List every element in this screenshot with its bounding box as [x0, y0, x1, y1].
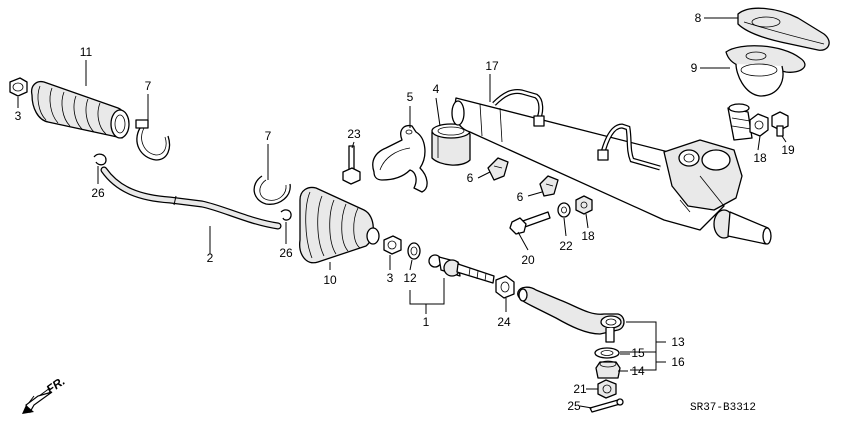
- part-25-cotter-pin: [589, 398, 624, 413]
- callout-6-lower: 6: [517, 190, 524, 204]
- part-23-bolt: [342, 145, 361, 185]
- part-2-hose: [100, 166, 282, 230]
- part-20-bolt: [509, 211, 551, 235]
- part-21-castle-nut: [597, 379, 617, 399]
- callout-24: 24: [497, 315, 511, 329]
- callout-2: 2: [207, 251, 214, 265]
- callout-21: 21: [573, 382, 587, 396]
- part-15-seal: [594, 347, 620, 359]
- part-24-lock-nut: [495, 275, 515, 299]
- part-6-damper-upper: [487, 157, 509, 181]
- callout-9: 9: [691, 61, 698, 75]
- callout-7-upper: 7: [145, 79, 152, 93]
- callout-17: 17: [485, 59, 499, 73]
- part-17-rack-housing: [451, 89, 772, 245]
- callout-16: 16: [671, 355, 685, 369]
- part-9-mount: [725, 45, 806, 97]
- part-7-clamp-upper: [135, 119, 171, 161]
- callout-14: 14: [631, 364, 645, 378]
- callout-3-left: 3: [15, 109, 22, 123]
- callout-25: 25: [567, 399, 581, 413]
- callout-4: 4: [433, 82, 440, 96]
- part-13-tie-rod-end: [517, 286, 625, 343]
- diagram-code: SR37-B3312: [690, 402, 756, 414]
- callout-7-lower: 7: [265, 129, 272, 143]
- callout-11: 11: [80, 45, 93, 59]
- part-26-clip-left: [93, 153, 107, 166]
- part-10-boot-right: [299, 186, 380, 264]
- callout-26-left: 26: [91, 186, 105, 200]
- part-11-boot-left: [30, 80, 130, 139]
- part-18-nut-right: [749, 113, 769, 137]
- callout-26-right: 26: [279, 246, 293, 260]
- part-26-clip-right: [280, 209, 292, 221]
- callout-15: 15: [631, 346, 645, 360]
- part-8-cover: [737, 7, 830, 51]
- callout-6-upper: 6: [467, 171, 474, 185]
- part-14-dust-boot: [595, 360, 621, 379]
- part-18-nut-middle: [575, 195, 593, 215]
- leader-lines: [17, 17, 787, 409]
- callout-18-right: 18: [753, 151, 767, 165]
- part-22-washer: [557, 202, 571, 218]
- callout-20: 20: [521, 253, 535, 267]
- callout-8: 8: [695, 11, 702, 25]
- part-6-damper-lower: [539, 175, 559, 197]
- callouts: 1 2 3 3 4 5 6 6 7 7 8 9 10 11 12 13 14 1…: [15, 11, 795, 413]
- part-5-bracket: [372, 124, 428, 193]
- part-7-clamp-lower: [253, 175, 291, 205]
- part-1-tie-rod: [428, 254, 495, 284]
- part-12-washer: [407, 242, 421, 260]
- callout-12: 12: [403, 271, 417, 285]
- callout-18-middle: 18: [581, 229, 595, 243]
- callout-22: 22: [559, 239, 573, 253]
- front-arrow-icon: [22, 387, 53, 414]
- part-3-nut-left: [9, 77, 28, 97]
- callout-23: 23: [347, 127, 361, 141]
- callout-19: 19: [781, 143, 795, 157]
- callout-10: 10: [323, 273, 337, 287]
- callout-1: 1: [423, 315, 430, 329]
- callout-5: 5: [407, 90, 414, 104]
- part-3-nut-middle: [383, 235, 402, 255]
- callout-13: 13: [671, 335, 685, 349]
- front-direction-indicator: FR.: [22, 374, 68, 414]
- callout-3-middle: 3: [387, 271, 394, 285]
- part-4-bushing: [431, 123, 471, 166]
- part-19-bolt: [771, 111, 789, 137]
